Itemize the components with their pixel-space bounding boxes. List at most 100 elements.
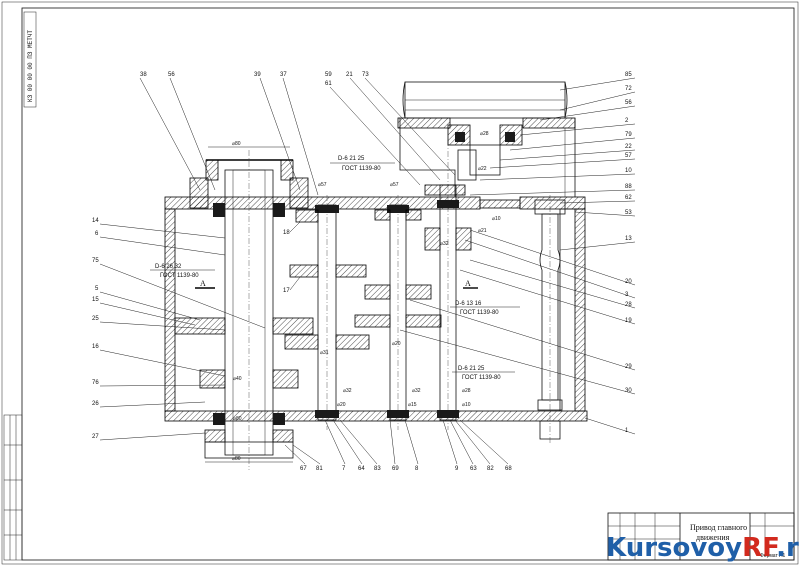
- dimensions: ⌀80 ⌀57 ⌀57 ⌀28 ⌀22 ⌀10 ⌀21 ⌀32 ⌀31 ⌀20 …: [205, 131, 501, 463]
- dim-14: ⌀32: [412, 388, 421, 394]
- callout-1: 1: [625, 428, 629, 434]
- callouts-bottom: 67 81 7 64 83 69 8 9 63 82 68: [284, 419, 512, 472]
- callout-2: 2: [625, 118, 629, 124]
- callout-64: 64: [358, 466, 365, 472]
- top-gost-line1: D-6 21 25: [338, 156, 365, 162]
- callout-76: 76: [92, 380, 99, 386]
- left-gost-line2: ГОСТ 1139-80: [160, 273, 199, 279]
- callout-63: 63: [470, 466, 477, 472]
- callouts-right: 13 20 3 28 19 29 30 1: [399, 229, 636, 435]
- stamp-code: КЗ 00 00 00 ПЗ МЕТЧТ: [27, 30, 34, 102]
- dim-4: ⌀22: [478, 166, 487, 172]
- watermark-logo: KursovoyRF.ru: [606, 533, 800, 563]
- callouts-top: 38 56 39 37 59 61 21 73 85 72 56 2 79 22…: [139, 72, 636, 217]
- rotated-stamp: КЗ 00 00 00 ПЗ МЕТЧТ: [23, 11, 37, 108]
- dim-13: ⌀32: [343, 388, 352, 394]
- callouts-inner: 18 17: [283, 221, 301, 294]
- callout-79: 79: [625, 132, 632, 138]
- callout-13: 13: [625, 236, 632, 242]
- section-marks: A A: [195, 279, 478, 289]
- svg-text:KursovoyRF.ru: KursovoyRF.ru: [606, 533, 800, 563]
- top-gost-line2: ГОСТ 1139-80: [342, 166, 381, 172]
- gearbox-housing: [164, 81, 588, 422]
- callout-39: 39: [254, 72, 261, 78]
- callout-81: 81: [316, 466, 323, 472]
- shaft-3: [424, 124, 523, 430]
- dim-11: ⌀80: [233, 416, 242, 422]
- callout-38: 38: [140, 72, 147, 78]
- callout-10: 10: [625, 168, 632, 174]
- dim-7: ⌀32: [440, 241, 449, 247]
- section-mark-right: A: [465, 279, 471, 288]
- callout-69: 69: [392, 466, 399, 472]
- binding-strip: [3, 414, 23, 561]
- callout-22: 22: [625, 144, 632, 150]
- left-gost-line1: D-6 26 32: [155, 264, 182, 270]
- callout-20: 20: [625, 279, 632, 285]
- tie-bolt: [534, 195, 566, 445]
- callout-30: 30: [625, 388, 632, 394]
- dim-1: ⌀57: [318, 182, 327, 188]
- callout-57: 57: [625, 153, 632, 159]
- shaft-2: [354, 195, 442, 430]
- callout-59: 59: [325, 72, 332, 78]
- dim-0: ⌀80: [232, 141, 241, 147]
- callout-14: 14: [92, 218, 99, 224]
- dim-15: ⌀15: [408, 402, 417, 408]
- section-mark-left: A: [200, 279, 206, 288]
- callout-72: 72: [625, 86, 632, 92]
- callout-37: 37: [280, 72, 287, 78]
- callout-16: 16: [92, 344, 99, 350]
- dim-9: ⌀20: [392, 341, 401, 347]
- callout-17: 17: [283, 288, 290, 294]
- callout-82: 82: [487, 466, 494, 472]
- drawing-title-line1: Привод главного: [690, 523, 747, 532]
- low-gost-line2: ГОСТ 1139-80: [462, 375, 501, 381]
- callout-68: 68: [505, 466, 512, 472]
- callout-3: 3: [625, 292, 629, 298]
- callout-29: 29: [625, 364, 632, 370]
- callout-25: 25: [92, 316, 99, 322]
- callout-67: 67: [300, 466, 307, 472]
- low-gost-line1: D-6 21 25: [458, 366, 485, 372]
- dim-18: ⌀20: [337, 402, 346, 408]
- callout-88: 88: [625, 184, 632, 190]
- title-block: Привод главного движения Формат А1: [607, 512, 795, 561]
- callout-5: 5: [95, 286, 99, 292]
- dim-6: ⌀21: [478, 228, 487, 234]
- dim-8: ⌀31: [320, 350, 329, 356]
- callout-9: 9: [455, 466, 459, 472]
- dim-16: ⌀28: [462, 388, 471, 394]
- drawing-title-line2: движения: [696, 533, 730, 542]
- spline-annotations: D-6 21 25 ГОСТ 1139-80 D-6 26 32 ГОСТ 11…: [150, 156, 520, 381]
- dim-5: ⌀10: [492, 216, 501, 222]
- dim-2: ⌀57: [390, 182, 399, 188]
- callout-85: 85: [625, 72, 632, 78]
- mid-gost-line2: ГОСТ 1139-80: [460, 310, 499, 316]
- callout-8: 8: [415, 466, 419, 472]
- callout-19: 19: [625, 318, 632, 324]
- callout-21: 21: [346, 72, 353, 78]
- callout-27: 27: [92, 434, 99, 440]
- callout-53: 53: [625, 210, 632, 216]
- sheet-format: Формат А1: [760, 553, 785, 559]
- callout-15: 15: [92, 297, 99, 303]
- callout-73: 73: [362, 72, 369, 78]
- callout-75: 75: [92, 258, 99, 264]
- dim-3: ⌀28: [480, 131, 489, 137]
- callout-6: 6: [95, 231, 99, 237]
- callout-62: 62: [625, 195, 632, 201]
- dim-17: ⌀10: [462, 402, 471, 408]
- callout-7: 7: [342, 466, 346, 472]
- callout-56b: 56: [625, 100, 632, 106]
- brand-accent: RF: [742, 533, 778, 563]
- shaft-1: [284, 195, 370, 430]
- brand-suffix: .ru: [776, 533, 800, 563]
- callout-18: 18: [283, 230, 290, 236]
- dim-12: ⌀80: [232, 456, 241, 462]
- callout-61: 61: [325, 81, 332, 87]
- brand-main: Kursovoy: [606, 533, 742, 563]
- mid-gost-line1: D-6 13 16: [455, 301, 482, 307]
